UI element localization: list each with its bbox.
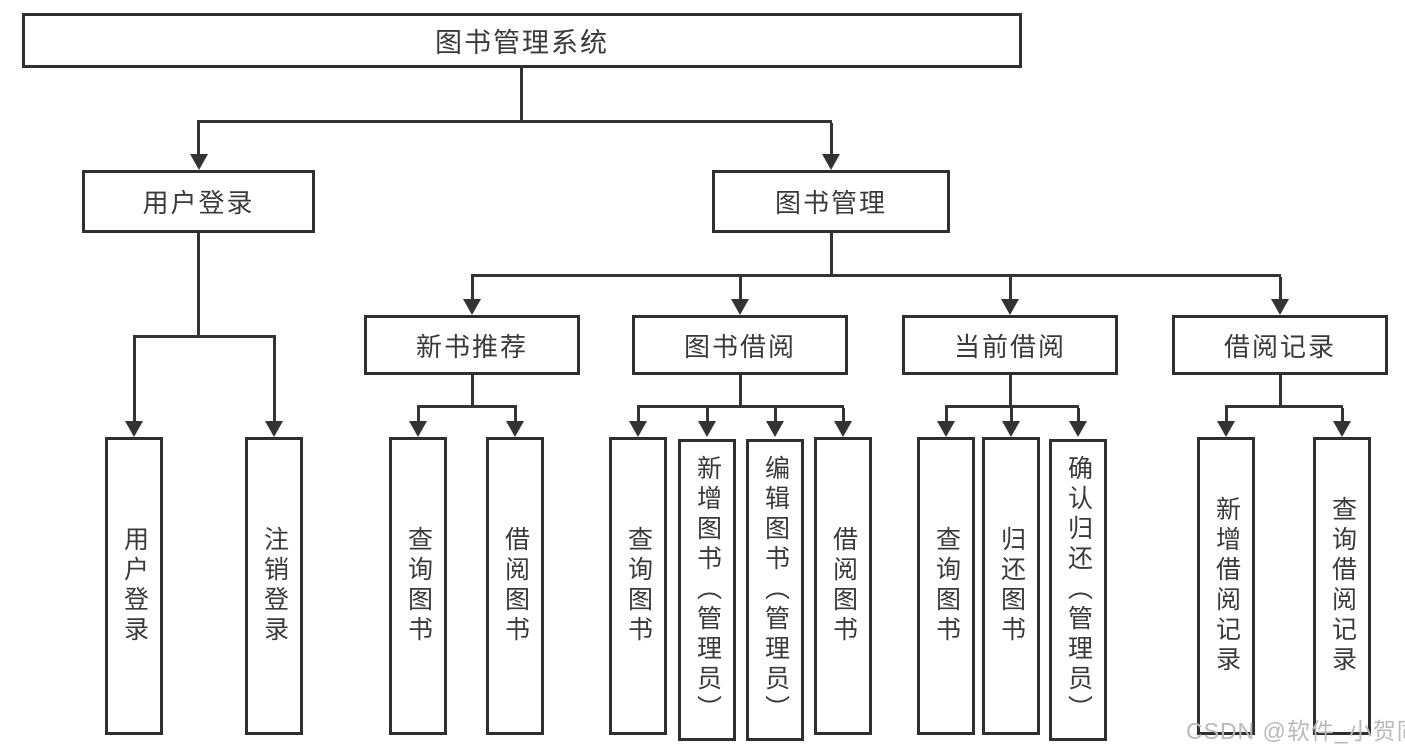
connector-line — [830, 233, 833, 274]
connector-line — [706, 408, 709, 423]
arrow-down-icon — [1069, 421, 1087, 437]
node-book-management-label: 图书管理 — [774, 188, 887, 218]
leaf-add-books-admin-label: 新增图书（管理员） — [693, 455, 722, 725]
connector-line — [945, 408, 948, 423]
arrow-down-icon — [265, 421, 283, 437]
leaf-edit-books-admin: 编辑图书（管理员） — [746, 439, 804, 741]
leaf-query-borrow-record-label: 查询借阅记录 — [1328, 496, 1357, 676]
leaf-return-books: 归还图书 — [982, 437, 1040, 735]
node-root: 图书管理系统 — [22, 13, 1022, 68]
leaf-borrow-books-2: 借阅图书 — [814, 437, 872, 735]
connector-line — [1009, 375, 1012, 405]
leaf-query-books-3: 查询图书 — [917, 437, 975, 735]
leaf-logout-label: 注销登录 — [260, 526, 289, 646]
connector-line — [637, 408, 640, 423]
connector-line — [471, 375, 474, 405]
leaf-logout: 注销登录 — [245, 437, 303, 735]
arrow-down-icon — [698, 421, 716, 437]
node-book-management: 图书管理 — [712, 170, 950, 233]
connector-line — [197, 123, 200, 156]
arrow-down-icon — [822, 154, 840, 170]
connector-line — [1010, 408, 1013, 423]
connector-line — [197, 233, 200, 335]
connector-line — [1279, 277, 1282, 301]
leaf-query-borrow-record: 查询借阅记录 — [1313, 437, 1371, 735]
leaf-query-books-3-label: 查询图书 — [932, 526, 961, 646]
leaf-return-books-label: 归还图书 — [997, 526, 1026, 646]
connector-line — [133, 338, 136, 423]
leaf-add-borrow-record: 新增借阅记录 — [1197, 437, 1255, 735]
arrow-down-icon — [731, 299, 749, 315]
connector-line — [273, 338, 276, 423]
leaf-confirm-return-admin: 确认归还（管理员） — [1049, 439, 1107, 741]
connector-line — [520, 68, 523, 120]
leaf-query-books-2-label: 查询图书 — [624, 526, 653, 646]
node-user-login-label: 用户登录 — [142, 188, 255, 218]
connector-line — [1225, 405, 1343, 408]
connector-line — [417, 408, 420, 423]
arrow-down-icon — [409, 421, 427, 437]
node-new-book-recommend: 新书推荐 — [364, 315, 580, 375]
leaf-edit-books-admin-label: 编辑图书（管理员） — [761, 455, 790, 725]
connector-line — [133, 335, 276, 338]
node-root-label: 图书管理系统 — [435, 28, 609, 58]
connector-line — [1009, 277, 1012, 301]
leaf-add-books-admin: 新增图书（管理员） — [678, 439, 736, 741]
node-book-borrow: 图书借阅 — [632, 315, 848, 375]
node-book-borrow-label: 图书借阅 — [683, 331, 796, 362]
connector-line — [471, 274, 1281, 277]
leaf-query-books-1: 查询图书 — [389, 437, 447, 735]
connector-line — [739, 375, 742, 405]
connector-line — [637, 405, 844, 408]
arrow-down-icon — [937, 421, 955, 437]
connector-line — [739, 277, 742, 301]
arrow-down-icon — [190, 154, 208, 170]
leaf-borrow-books-2-label: 借阅图书 — [829, 526, 858, 646]
connector-line — [1279, 375, 1282, 405]
arrow-down-icon — [629, 421, 647, 437]
node-borrow-records: 借阅记录 — [1172, 315, 1388, 375]
leaf-borrow-books-1-label: 借阅图书 — [501, 526, 530, 646]
arrow-down-icon — [125, 421, 143, 437]
arrow-down-icon — [1002, 421, 1020, 437]
connector-line — [197, 120, 832, 123]
leaf-borrow-books-1: 借阅图书 — [486, 437, 544, 735]
arrow-down-icon — [1217, 421, 1235, 437]
leaf-add-borrow-record-label: 新增借阅记录 — [1212, 496, 1241, 676]
connector-line — [514, 408, 517, 423]
connector-line — [842, 408, 845, 423]
connector-line — [471, 277, 474, 301]
arrow-down-icon — [834, 421, 852, 437]
arrow-down-icon — [463, 299, 481, 315]
node-user-login: 用户登录 — [82, 170, 315, 233]
arrow-down-icon — [1001, 299, 1019, 315]
connector-line — [830, 123, 833, 156]
connector-line — [1341, 408, 1344, 423]
csdn-watermark: CSDN @软件_小贺同学 — [1186, 718, 1405, 744]
node-borrow-records-label: 借阅记录 — [1223, 331, 1336, 362]
arrow-down-icon — [1271, 299, 1289, 315]
connector-line — [774, 408, 777, 423]
leaf-query-books-1-label: 查询图书 — [404, 526, 433, 646]
arrow-down-icon — [766, 421, 784, 437]
connector-line — [945, 405, 1079, 408]
arrow-down-icon — [506, 421, 524, 437]
leaf-query-books-2: 查询图书 — [609, 437, 667, 735]
connector-line — [1225, 408, 1228, 423]
leaf-user-login: 用户登录 — [105, 437, 163, 735]
node-current-borrow: 当前借阅 — [902, 315, 1118, 375]
connector-line — [417, 405, 517, 408]
connector-line — [1077, 408, 1080, 423]
node-current-borrow-label: 当前借阅 — [953, 331, 1066, 362]
leaf-user-login-label: 用户登录 — [120, 526, 149, 646]
arrow-down-icon — [1333, 421, 1351, 437]
node-new-book-recommend-label: 新书推荐 — [415, 331, 528, 362]
leaf-confirm-return-admin-label: 确认归还（管理员） — [1064, 455, 1093, 725]
